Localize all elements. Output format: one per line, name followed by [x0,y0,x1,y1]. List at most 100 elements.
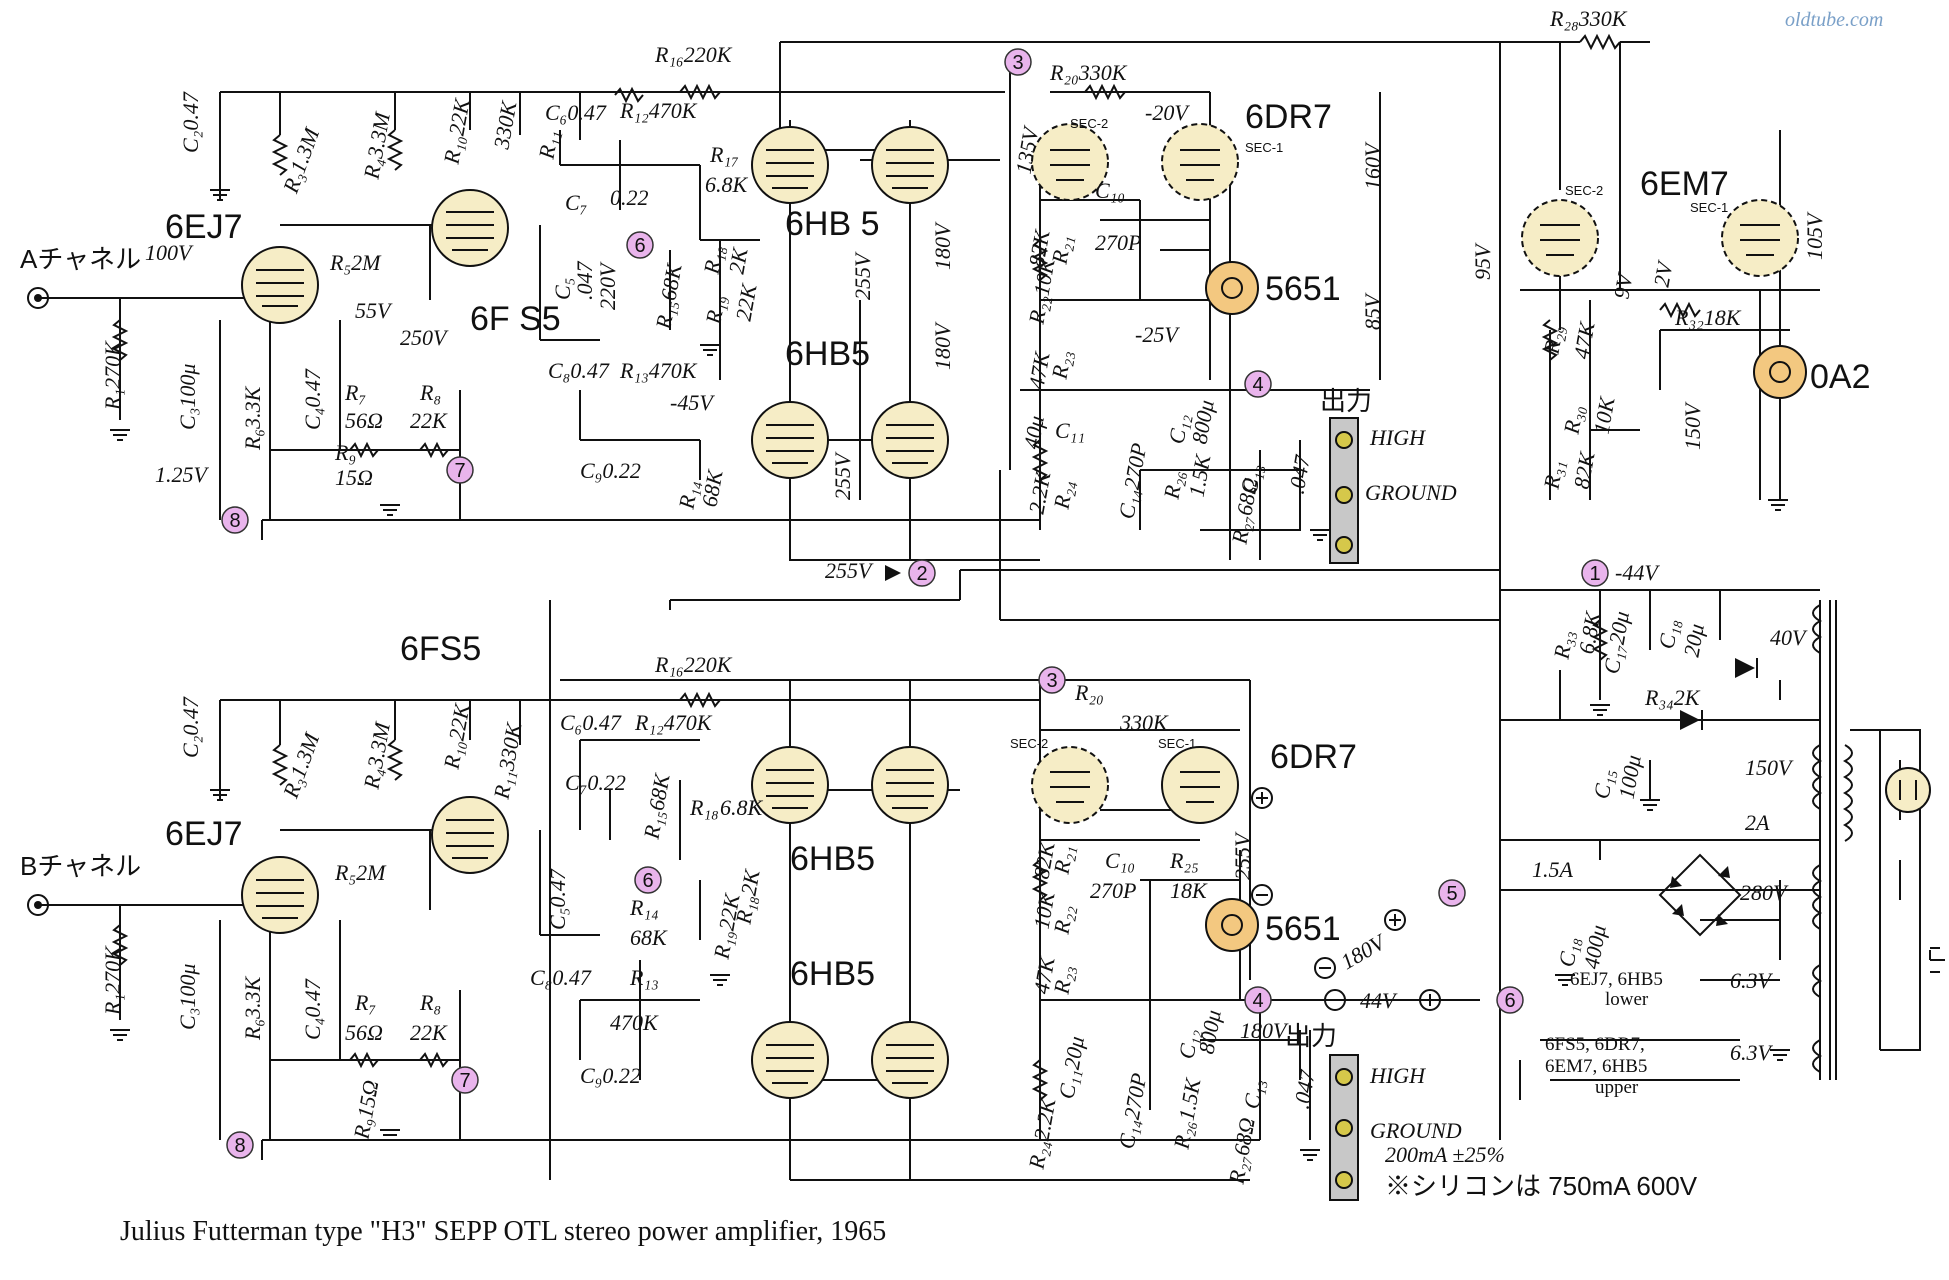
label-r16-b: R₁₆220K [654,652,733,677]
label-c10v-a: 270P [1095,230,1141,255]
node-8-b-label: 8 [234,1135,245,1157]
label-r20-a: R₂₀330K [1049,60,1128,85]
node-2-label: 2 [916,563,927,585]
label-6dr7-b: 6DR7 [1270,738,1357,776]
tube-6dr7-b-sec1 [1161,746,1239,824]
label-r18b-b: R₁₈2K [730,866,764,926]
voltage-150v-a: 150V [1680,401,1705,450]
label-sec1-a: SEC-1 [1245,140,1283,155]
voltage-neg44v: -44V [1615,560,1660,585]
input-jack-a-icon [27,287,49,309]
node-4-a-label: 4 [1252,374,1263,396]
label-6fs5-a: 6F S5 [470,300,561,338]
label-r5-b: R₅2M [334,860,387,885]
label-c16v: 400μ [1579,923,1611,971]
label-c15v: 100μ [1614,753,1646,801]
label-c13v-b: .047 [1289,1067,1320,1110]
voltage-6-3v-b: 6.3V [1730,1040,1774,1065]
ground-symbols [110,189,1790,1161]
label-r21-a: R₂₁ [1046,233,1076,267]
label-c5-b: C₅0.47 [545,868,570,930]
label-c16: C₁₈ [1554,935,1584,969]
label-r19-a: R₁₉ [700,293,730,327]
node-4-b-label: 4 [1252,990,1263,1012]
label-r1-b: R₁270K [100,945,125,1016]
tube-6hb5-a-upper-right [871,126,949,204]
label-c7-a: C₇ [565,190,587,215]
label-r29: R₂₉ [1538,323,1568,357]
label-6dr7-a: 6DR7 [1245,98,1332,136]
label-r4-a: R₄3.3M [358,109,395,182]
schematic-title: Julius Futterman type "H3" SEPP OTL ster… [120,1216,886,1247]
voltage-neg25v: -25V [1135,322,1180,347]
voltage-180v-a: 180V [930,221,955,270]
node-8-b [226,1131,254,1159]
label-c2-b: C₂0.47 [178,696,203,758]
voltage-180v-d: 180V [1240,1018,1289,1043]
node-6-a-label: 6 [634,235,645,257]
label-c4-b: C₄0.47 [300,978,325,1040]
voltage-6-3v-a: 6.3V [1730,968,1774,993]
label-5651-b: 5651 [1265,910,1341,948]
node-4-a [1244,370,1272,398]
tube-6hb5-b-upper-left [751,746,829,824]
label-r26v-a: 1.5K [1184,452,1216,499]
label-r12-a: R₁₂470K [619,98,698,123]
arrow-255v-icon [885,565,901,581]
label-c10v-b: 270P [1090,878,1136,903]
label-r7-b: R₇ [354,990,376,1015]
voltage-160v: 160V [1360,141,1385,190]
label-r21-b: R₂₁ [1048,843,1078,877]
output-ground-a: GROUND [1365,480,1457,505]
label-r13v-b: 470K [610,1010,659,1035]
label-c4-a: C₄0.47 [300,368,325,430]
label-r24v-a: 2.2K [1024,469,1056,516]
voltage-9v: 9V [1609,270,1638,301]
label-r8v-b: 22K [410,1020,448,1045]
label-c12-b: C₁₂ [1174,1027,1204,1061]
voltage-55v: 55V [355,298,393,323]
label-r31: R₃₁ [1538,458,1568,492]
label-r14v-a: 68K [697,467,728,509]
diode-d2-icon [1680,710,1700,730]
label-c2-a: C₂0.47 [178,91,203,153]
label-channel-a: Aチャネル [20,244,141,274]
label-c8-a: C₈0.47 [548,358,610,383]
label-r3-a: R₃1.3M [277,123,324,197]
label-c7-b: C₇0.22 [565,770,626,795]
label-r8-a: R₈ [419,380,441,405]
label-c8-b: C₈0.47 [530,965,592,990]
label-c6-a: C₆0.47 [545,100,607,125]
label-0a2: 0A2 [1810,358,1871,396]
tube-6dr7-a-sec2 [1031,123,1109,201]
diode-d1-icon [1735,658,1755,678]
label-6ej7-a: 6EJ7 [165,208,243,246]
label-r13-b: R₁₃ [629,965,659,990]
label-c13-b: C₁₃ [1239,1077,1269,1111]
label-r10-a: R₁₀22K [438,96,474,167]
label-sec1-b: SEC-1 [1158,736,1196,751]
voltage-255v-a: 255V [850,251,875,300]
node-7-b [451,1066,479,1094]
tube-6dr7-b-sec2 [1031,746,1109,824]
power-plug-icon [1930,947,1945,973]
bridge-rectifier [1658,853,1742,937]
label-r20-b: R₂₀ [1074,680,1104,705]
label-r6-a: R₆3.3K [240,385,265,451]
tube-6hb5-a-upper-left [751,126,829,204]
tube-6hb5-b-lower-right [871,1021,949,1099]
tube-6em7-sec2 [1521,199,1599,277]
node-1-label: 1 [1589,563,1600,585]
node-3-a-label: 3 [1012,52,1023,74]
polarity-markers [1251,787,1441,1011]
node-6-a [626,231,654,259]
tube-6em7-sec1 [1721,199,1799,277]
label-channel-b: Bチャネル [20,851,141,881]
label-6hb5-a-upper: 6HB 5 [785,205,880,243]
note-current: 200mA ±25% [1385,1142,1505,1167]
node-6-b [634,866,662,894]
label-c12v-a: 800μ [1187,398,1219,446]
label-r15-a: R₁₅68K [650,261,686,332]
label-r11-a: R₁₁ [533,128,563,162]
